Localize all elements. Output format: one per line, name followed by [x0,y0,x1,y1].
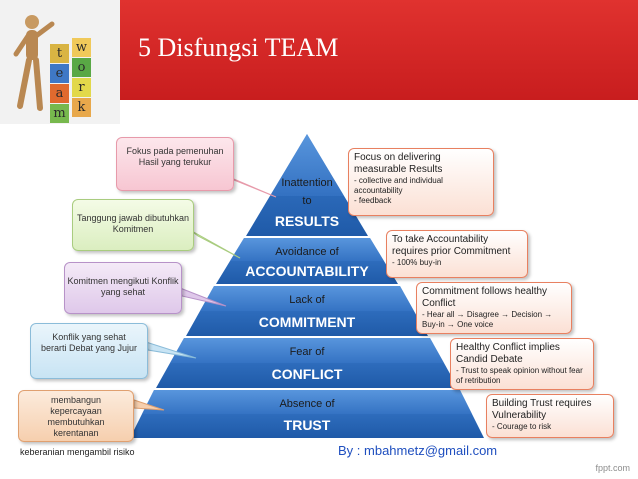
level-commitment-bottom: COMMITMENT [259,314,356,330]
right-box-heading: Focus on delivering measurable Results [354,152,443,175]
level-accountability-bottom: ACCOUNTABILITY [245,263,369,279]
right-box-line: - Hear all → Disagree → Decision → [422,310,553,319]
logo-letter: r [78,80,85,95]
level-results-mid: to [302,195,311,207]
logo-block: t [50,44,69,63]
right-box-heading: To take Accountability requires prior Co… [392,234,511,257]
right-box-heading: Healthy Conflict implies Candid Debate [456,342,560,365]
callout-pointer [133,399,165,411]
callout-text: Fokus pada pemenuhan Hasil yang terukur [126,146,224,167]
level-results-top: Inattention [281,177,332,189]
right-box-line: - Courage to risk [492,422,552,431]
logo-letter: m [53,106,66,121]
logo-letter: k [77,100,86,115]
right-box-heading: Commitment follows healthy Conflict [422,286,548,309]
callout-text: Konflik yang sehat berarti Debat yang Ju… [40,332,138,353]
right-box-line: - feedback [354,196,392,205]
callout-trust-continuation: keberanian mengambil risiko [20,447,135,457]
right-box-results: Focus on delivering measurable Results -… [348,148,494,216]
right-box-line: - Trust to speak opinion without fear of… [456,366,583,385]
logo-block: w [72,38,91,57]
callout-commitment: Komitmen mengikuti Konflik yang sehat [64,262,182,314]
level-conflict-bottom: CONFLICT [272,366,343,382]
logo-letter: e [55,66,64,81]
right-box-line: - 100% buy-in [392,258,442,267]
callout-pointer [189,229,241,259]
callout-text: Tanggung jawab dibutuhkan Komitmen [76,213,190,234]
level-conflict-top: Fear of [290,346,326,358]
right-box-trust: Building Trust requires Vulnerability - … [486,394,614,438]
level-results-bottom: RESULTS [275,213,339,229]
logo-block: m [50,104,69,123]
callout-results: Fokus pada pemenuhan Hasil yang terukur [116,137,234,191]
slide-title: 5 Disfungsi TEAM [138,33,339,62]
logo-letter: o [77,60,86,75]
logo-block: r [72,78,91,97]
logo-block: e [50,64,69,83]
teamwork-logo: t w e o a r m k [0,0,120,124]
watermark: fppt.com [595,463,630,473]
callout-accountability: Tanggung jawab dibutuhkan Komitmen [72,199,194,251]
right-box-conflict: Healthy Conflict implies Candid Debate -… [450,338,594,390]
logo-block: k [72,98,91,117]
logo-letter: a [55,86,64,101]
right-box-line: - collective and individual accountabili… [354,176,443,195]
right-box-commitment: Commitment follows healthy Conflict - He… [416,282,572,334]
logo-block: a [50,84,69,103]
right-box-line: Buy-in → One voice [422,320,494,329]
callout-text: membangun kepercayaan membutuhkan kerent… [47,395,105,438]
logo-block: o [72,58,91,77]
author-credit: By : mbahmetz@gmail.com [338,443,498,458]
right-box-heading: Building Trust requires Vulnerability [492,398,592,421]
right-box-accountability: To take Accountability requires prior Co… [386,230,528,278]
callout-trust: membangun kepercayaan membutuhkan kerent… [18,390,134,442]
level-commitment-top: Lack of [289,294,325,306]
level-trust-top: Absence of [279,398,335,410]
wooden-figure-icon [13,15,55,111]
callout-conflict: Konflik yang sehat berarti Debat yang Ju… [30,323,148,379]
level-trust-bottom: TRUST [284,417,331,433]
level-accountability-top: Avoidance of [275,246,339,258]
logo-letter: w [75,40,88,55]
logo-letter: t [56,46,63,61]
callout-text: Komitmen mengikuti Konflik yang sehat [67,276,179,297]
